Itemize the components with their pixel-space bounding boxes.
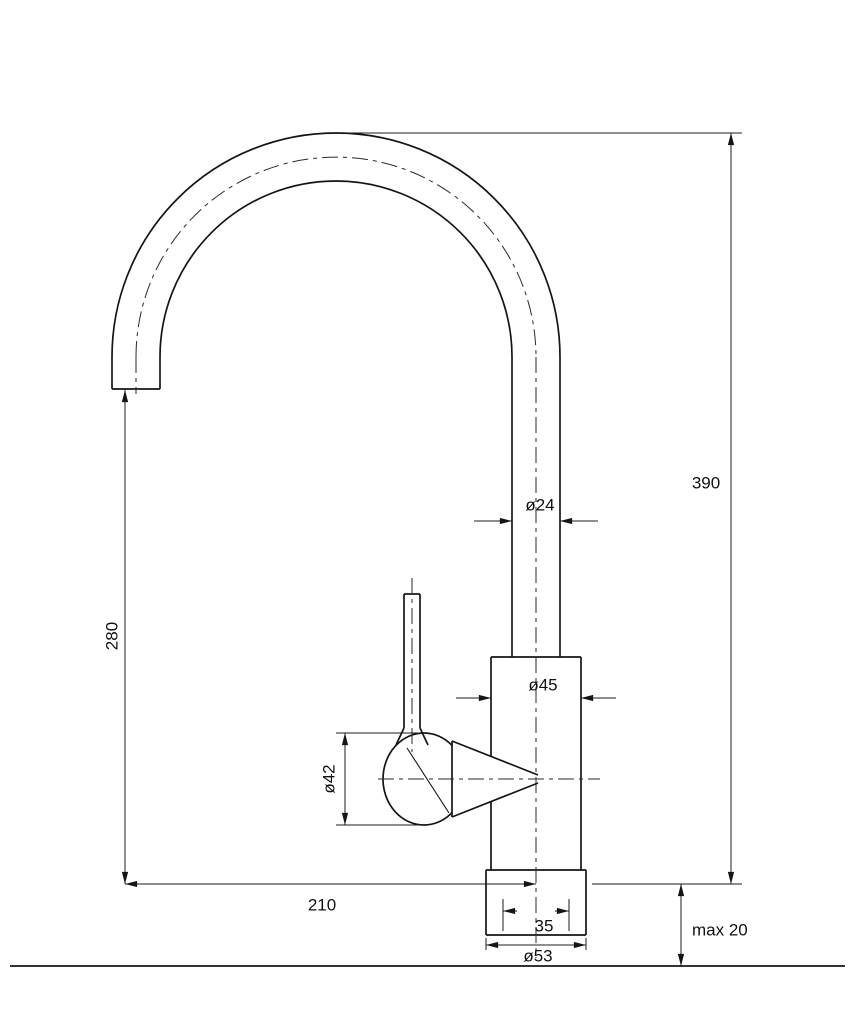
dim-label-280: 280	[102, 622, 121, 650]
dim-label-24: ø24	[525, 495, 554, 514]
dim-label-35: 35	[535, 916, 554, 935]
dim-label-210: 210	[308, 895, 336, 914]
dimension-handle-diameter: ø42	[319, 732, 418, 826]
dimension-total-height: 390	[344, 132, 742, 885]
dim-label-53: ø53	[523, 946, 552, 965]
dimension-spout-reach: 210	[125, 880, 536, 914]
dimension-max-thickness: max 20	[677, 884, 748, 966]
dimension-tube-diameter: ø24	[474, 495, 598, 525]
valve-cone-bottom-edge	[451, 782, 539, 818]
handle-seam-line	[406, 747, 450, 814]
centerlines	[135, 156, 600, 958]
dim-label-390: 390	[692, 473, 720, 492]
faucet-outline	[111, 132, 587, 936]
spout-inner-arc	[159, 180, 513, 358]
valve-cone-mask	[452, 741, 538, 817]
dim-label-42: ø42	[319, 764, 338, 793]
valve-cone-top-edge	[451, 740, 539, 776]
spout-centerline-arc	[135, 156, 537, 358]
dimension-base-diameter: ø53	[485, 938, 587, 965]
dimension-shank-width: 35	[502, 899, 570, 935]
dim-label-45: ø45	[528, 675, 557, 694]
dimension-body-diameter: ø45	[456, 675, 616, 702]
dimension-spout-height: 280	[102, 390, 129, 884]
handle-assembly	[382, 593, 539, 826]
lever-flare-right	[419, 727, 429, 746]
dim-label-max20: max 20	[692, 920, 748, 939]
lever-flare-left	[395, 727, 405, 746]
spout-outer-arc	[111, 132, 561, 358]
